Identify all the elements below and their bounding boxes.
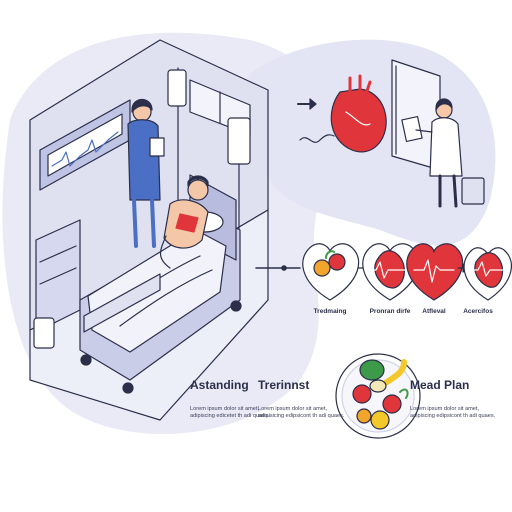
leaf-icon xyxy=(399,388,409,399)
anatomical-heart-icon xyxy=(330,88,387,153)
doctor-arm xyxy=(415,129,433,133)
section-title: Astanding xyxy=(190,378,249,392)
ekg-line xyxy=(365,261,411,279)
section-title: Mead Plan xyxy=(410,378,470,392)
section-trerinnst: Trerinnst Lorem ipsum dolor sit amet, ad… xyxy=(258,378,348,421)
apple-icon xyxy=(352,384,372,404)
patient-hair xyxy=(187,175,209,187)
wall-equipment xyxy=(227,117,251,165)
nurse-body xyxy=(127,119,161,201)
patient-head xyxy=(187,179,209,201)
section-title: Trerinnst xyxy=(258,378,310,392)
nurse-hair xyxy=(131,98,153,113)
lemon-icon xyxy=(370,410,390,430)
apple-icon xyxy=(328,253,346,271)
doctor-coat xyxy=(429,117,463,177)
broccoli-icon xyxy=(359,359,385,381)
ekg-line xyxy=(413,259,455,283)
bed-wheel xyxy=(230,300,242,312)
monitor-waveform xyxy=(51,131,119,167)
leaf-icon xyxy=(325,250,335,259)
arrow-icon xyxy=(309,98,317,110)
cabinet-drawer-line xyxy=(39,245,77,263)
meal-plate xyxy=(335,353,421,439)
iv-bag xyxy=(167,69,187,107)
bed-wheel xyxy=(122,382,134,394)
flow-label-1: Tredmaing xyxy=(313,308,347,315)
flow-dot xyxy=(281,265,287,271)
monitor-screen xyxy=(47,113,123,177)
section-astanding: Astanding Lorem ipsum dolor sit amet, ad… xyxy=(190,378,280,421)
section-body: Lorem ipsum dolor sit amet, adipisicing … xyxy=(258,406,345,420)
flow-row xyxy=(255,243,512,301)
bed-wheel xyxy=(80,354,92,366)
apple-icon xyxy=(382,394,402,414)
section-body: Lorem ipsum dolor sit amet, adipiscing e… xyxy=(410,406,496,420)
trash-bin xyxy=(33,317,55,349)
doctor-clipboard xyxy=(401,115,423,143)
section-meal-plan: Mead Plan Lorem ipsum dolor sit amet, ad… xyxy=(410,378,500,421)
banana-icon xyxy=(381,359,407,387)
orange-icon xyxy=(313,259,331,277)
patient-arm xyxy=(159,235,171,269)
office-box xyxy=(461,177,485,205)
nurse-legs xyxy=(132,198,156,248)
heart-vessels xyxy=(348,74,372,96)
bread-icon xyxy=(369,379,387,393)
hospital-room xyxy=(29,39,269,421)
flow-label-4: Acercifos xyxy=(463,308,493,315)
heart-organ-icon xyxy=(374,250,405,289)
cabinet-drawer-line xyxy=(39,267,77,285)
chest-bandage xyxy=(175,213,199,233)
nurse-clipboard xyxy=(149,137,165,157)
bed-rail xyxy=(83,273,161,333)
squiggle-arrow-icon xyxy=(299,134,335,143)
flow-label-2: Pronran dirfe xyxy=(369,308,411,315)
ekg-line xyxy=(467,261,509,277)
doctor-leg xyxy=(452,174,458,208)
orange-icon xyxy=(356,408,372,424)
flow-label-3: Atfleval xyxy=(422,308,446,315)
heart-organ-icon xyxy=(474,252,504,288)
doctor-heart-panel xyxy=(297,59,485,208)
section-body: Lorem ipsum dolor sit amet, adipiscing e… xyxy=(190,406,270,420)
heart-highlight xyxy=(345,111,371,126)
doctor-hair xyxy=(435,98,453,111)
